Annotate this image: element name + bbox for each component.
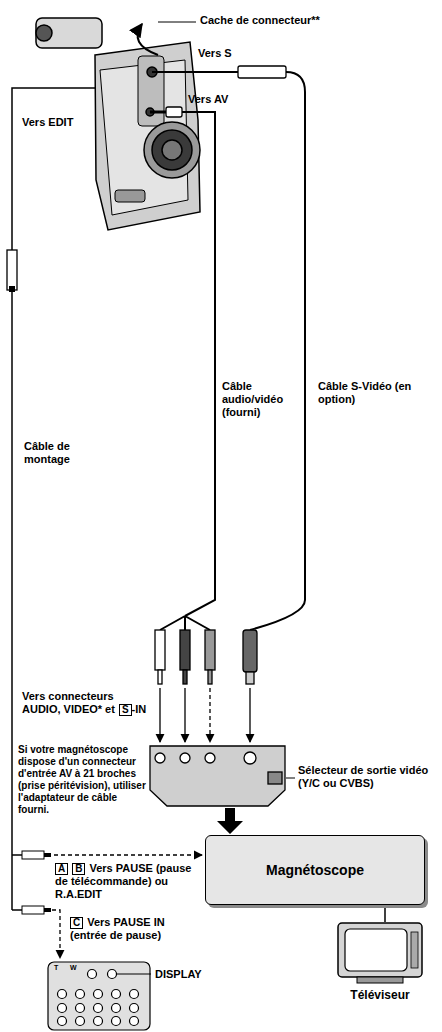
pause-in-arrow bbox=[52, 910, 60, 958]
node-label: Téléviseur bbox=[330, 988, 430, 1002]
callout-letter: B bbox=[72, 863, 85, 875]
label-block: DISPLAY bbox=[155, 968, 225, 981]
cover-open-arrow bbox=[138, 24, 158, 55]
leader-line bbox=[286, 778, 295, 779]
s-plug bbox=[243, 630, 257, 684]
remote-button bbox=[58, 990, 67, 999]
connector-label: Vers PAUSE IN (entrée de pause) bbox=[70, 916, 165, 941]
connector-label: Vers EDIT bbox=[22, 116, 73, 128]
label-block: Câble S-Vidéo (en option) bbox=[318, 380, 418, 406]
remote-button bbox=[108, 970, 117, 979]
edit-plug-tip bbox=[9, 286, 15, 292]
label-block: CVers PAUSE IN (entrée de pause) bbox=[70, 916, 170, 942]
connection-cable bbox=[384, 905, 386, 922]
label-block: Câble de montage bbox=[24, 440, 104, 466]
edit-plug bbox=[7, 250, 17, 290]
pause-arrow bbox=[54, 854, 202, 855]
tv-outline bbox=[337, 922, 423, 984]
note: Si votre magnétoscope dispose d'un conne… bbox=[18, 744, 146, 815]
node-label: Magnétoscope bbox=[266, 862, 364, 878]
label-block: Si votre magnétoscope dispose d'un conne… bbox=[18, 744, 146, 816]
output-arrow bbox=[217, 808, 243, 834]
remote-button bbox=[130, 1004, 139, 1013]
plug-arrows bbox=[160, 688, 250, 742]
remote-button bbox=[94, 1017, 103, 1026]
remote-button bbox=[58, 1004, 67, 1013]
vcr-box: Magnétoscope bbox=[205, 835, 425, 905]
connector-label: Vers AV bbox=[188, 93, 228, 105]
remote-button bbox=[76, 1004, 85, 1013]
cable-label: Câble S-Vidéo (en option) bbox=[318, 380, 411, 405]
label-block: ABVers PAUSE (pause de télécommande) ou … bbox=[55, 862, 200, 901]
cable-label: Câble audio/vidéo (fourni) bbox=[222, 380, 283, 418]
tv-set: Téléviseur bbox=[330, 922, 430, 1002]
remote-button bbox=[94, 1004, 103, 1013]
remote-button bbox=[112, 1004, 121, 1013]
scart-adapter bbox=[150, 746, 285, 806]
button-label: T bbox=[54, 964, 58, 971]
remote-button bbox=[130, 1017, 139, 1026]
label-block: W bbox=[70, 964, 80, 972]
part-label: Sélecteur de sortie vidéo (Y/C ou CVBS) bbox=[298, 764, 428, 789]
connector-label: Vers connecteurs AUDIO, VIDEO* et bbox=[22, 690, 115, 715]
label-block: Sélecteur de sortie vidéo (Y/C ou CVBS) bbox=[298, 764, 434, 790]
label-block: Câble audio/vidéo (fourni) bbox=[222, 380, 300, 419]
remote-control bbox=[48, 962, 150, 1030]
connector-label: -IN bbox=[132, 703, 147, 715]
pause-plug-tip bbox=[44, 853, 51, 857]
leader-line bbox=[117, 974, 151, 975]
cable-label: Câble de montage bbox=[24, 440, 70, 465]
label-block: Vers EDIT bbox=[22, 116, 92, 129]
remote-button bbox=[88, 970, 97, 979]
remote-button bbox=[76, 1017, 85, 1026]
label-block: T bbox=[54, 964, 64, 972]
label-block: Vers connecteurs AUDIO, VIDEO* et S-IN bbox=[22, 690, 150, 716]
rca-plugs bbox=[155, 630, 215, 684]
label-block: Vers AV bbox=[188, 93, 250, 106]
leader-line bbox=[158, 22, 196, 23]
callout-letter: S bbox=[119, 704, 132, 716]
callout-letter: A bbox=[55, 863, 68, 875]
button-label: W bbox=[70, 964, 77, 971]
remote-button bbox=[112, 1017, 121, 1026]
av-cable bbox=[150, 107, 215, 630]
s-video-cable bbox=[152, 66, 305, 630]
label-block: Cache de connecteur** bbox=[200, 14, 400, 27]
part-label: Cache de connecteur** bbox=[200, 14, 320, 26]
connector-label: Vers S bbox=[198, 47, 232, 59]
remote-button bbox=[130, 990, 139, 999]
callout-letter: C bbox=[70, 917, 83, 929]
remote-button bbox=[76, 990, 85, 999]
remote-button bbox=[58, 1017, 67, 1026]
pause-in-plug bbox=[22, 906, 44, 914]
button-label: DISPLAY bbox=[155, 968, 202, 980]
label-block: Vers S bbox=[198, 47, 243, 60]
pause-plug bbox=[22, 851, 44, 859]
remote-button bbox=[94, 990, 103, 999]
remote-button bbox=[112, 990, 121, 999]
pause-in-plug-tip bbox=[44, 908, 51, 912]
